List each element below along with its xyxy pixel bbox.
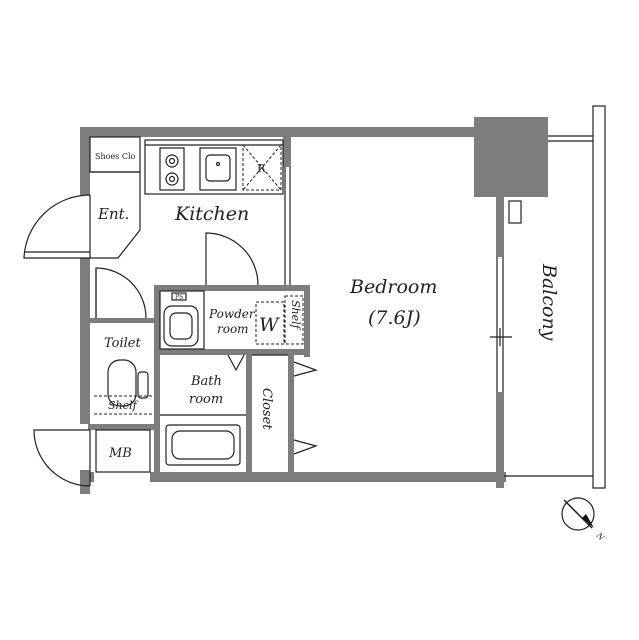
shelf-upper — [284, 295, 304, 345]
walls — [80, 117, 548, 494]
closet — [252, 354, 318, 455]
label-mb: MB — [108, 446, 132, 461]
ps-shaft — [171, 292, 187, 301]
powder-room — [159, 290, 304, 350]
label-bath-1: Bath — [190, 374, 222, 389]
label-shelf-lower: Shelf — [108, 399, 139, 412]
balcony-outline — [504, 105, 606, 489]
bathroom — [160, 354, 246, 466]
label-powder-room-1: Powder — [208, 307, 256, 321]
label-shoes-closet: Shoes Clo — [95, 152, 136, 161]
label-north: N — [594, 530, 607, 543]
label-refrigerator: R — [257, 162, 266, 175]
kitchen-counter — [144, 139, 284, 195]
label-bath-2: room — [189, 392, 223, 407]
labels: Shoes Clo Ent. Kitchen Bedroom (7.6J) Po… — [95, 152, 607, 543]
toilet — [94, 359, 154, 415]
label-balcony: Balcony — [538, 263, 560, 341]
label-shelf-upper: Shelf — [289, 300, 302, 331]
refrigerator — [242, 144, 282, 191]
label-bedroom-size: (7.6J) — [368, 307, 421, 329]
label-ps: PS — [175, 294, 183, 301]
mb-box — [95, 429, 151, 473]
label-bedroom: Bedroom — [349, 276, 437, 298]
washbasin — [163, 305, 199, 347]
label-washer: W — [259, 314, 280, 336]
compass-icon — [561, 497, 595, 531]
label-powder-room-2: room — [217, 322, 249, 336]
label-closet: Closet — [259, 388, 274, 430]
sink — [199, 147, 237, 191]
aircon-box — [508, 200, 522, 224]
shoes-closet — [89, 136, 141, 173]
entrance-door — [23, 194, 91, 259]
label-toilet: Toilet — [104, 336, 141, 351]
bathtub — [165, 424, 241, 466]
stove — [159, 147, 185, 191]
label-entrance: Ent. — [97, 205, 129, 223]
label-kitchen: Kitchen — [174, 203, 249, 225]
balcony-window — [490, 200, 522, 392]
structural-column — [474, 117, 548, 197]
